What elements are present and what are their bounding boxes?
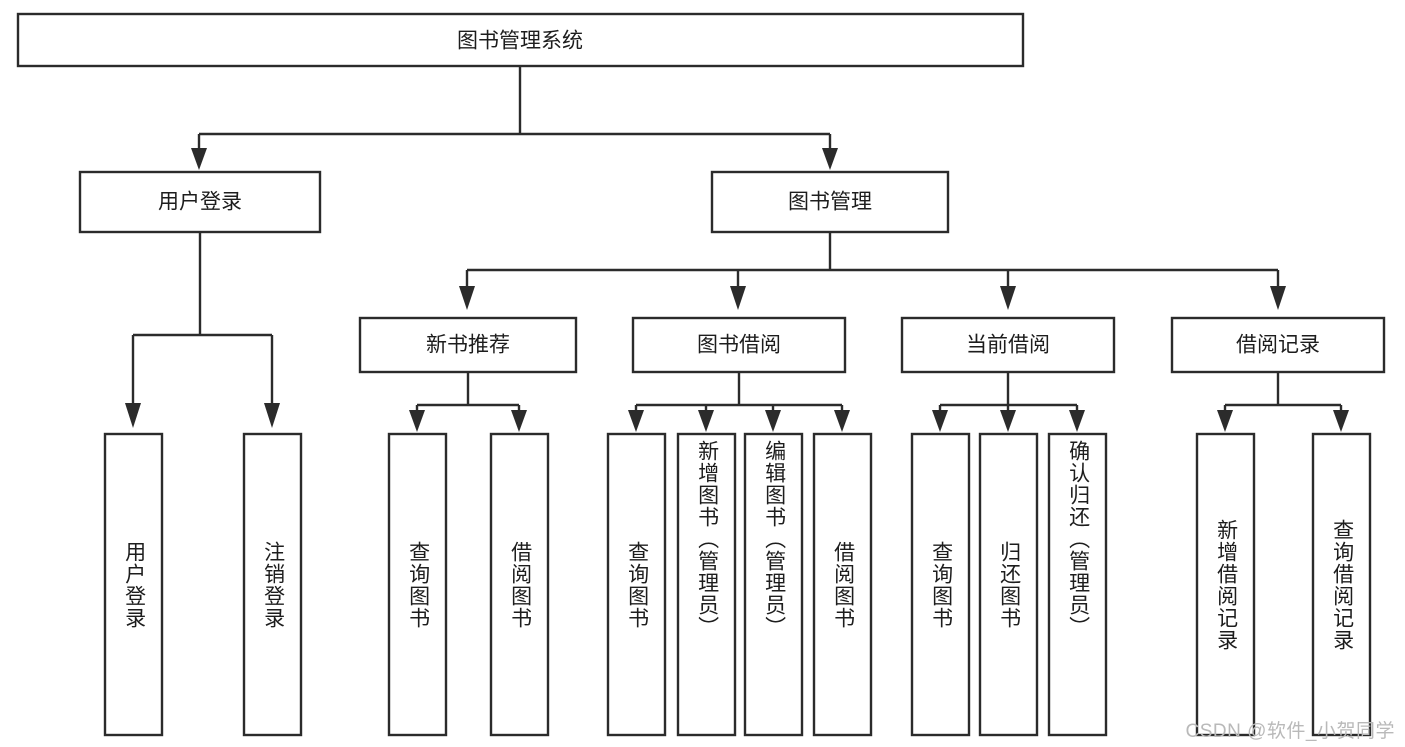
node-label-new-book-recommend: 新书推荐 (426, 334, 510, 357)
arrow-head-book-borrow (730, 286, 746, 310)
node-box-borrow-record[interactable] (1170, 316, 1386, 374)
arrow-head-user-login (191, 148, 207, 170)
root-node-box[interactable] (16, 12, 1025, 68)
node-box-new-book-recommend[interactable] (358, 316, 578, 374)
arrow-head-user-login-leaf-1 (125, 403, 141, 428)
arrow-head-current-borrow-leaf-3 (1069, 410, 1085, 432)
leaf-box-current-borrow-2[interactable] (978, 432, 1039, 737)
arrow-head-borrow-record-leaf-1 (1217, 410, 1233, 432)
node-label-book-manage: 图书管理 (788, 191, 872, 214)
arrow-head-new-book-leaf-1 (409, 410, 425, 432)
arrow-head-user-login-leaf-2 (264, 403, 280, 428)
arrow-head-new-book (459, 286, 475, 310)
leaf-box-new-book-2[interactable] (489, 432, 550, 737)
csdn-watermark: CSDN @软件_小贺同学 (1185, 721, 1395, 742)
node-box-current-borrow[interactable] (900, 316, 1116, 374)
leaf-box-book-borrow-4[interactable] (812, 432, 873, 737)
leaf-box-current-borrow-1[interactable] (910, 432, 971, 737)
arrow-head-current-borrow-leaf-1 (932, 410, 948, 432)
leaf-box-book-borrow-1[interactable] (606, 432, 667, 737)
arrow-head-current-borrow (1000, 286, 1016, 310)
root-node-label: 图书管理系统 (457, 30, 583, 53)
leaf-box-user-login-2[interactable] (242, 432, 303, 737)
arrow-head-new-book-leaf-2 (511, 410, 527, 432)
leaf-box-book-borrow-3[interactable] (743, 432, 804, 737)
arrow-head-current-borrow-leaf-2 (1000, 410, 1016, 432)
node-label-user-login: 用户登录 (158, 191, 242, 214)
arrow-head-book-borrow-leaf-2 (698, 410, 714, 432)
arrow-head-book-borrow-leaf-4 (834, 410, 850, 432)
leaf-box-user-login-1[interactable] (103, 432, 164, 737)
leaf-box-borrow-record-2[interactable] (1311, 432, 1372, 737)
leaf-box-book-borrow-2[interactable] (676, 432, 737, 737)
node-label-current-borrow: 当前借阅 (966, 334, 1050, 357)
leaf-box-borrow-record-1[interactable] (1195, 432, 1256, 737)
node-box-book-manage[interactable] (710, 170, 950, 234)
node-box-book-borrow[interactable] (631, 316, 847, 374)
node-label-book-borrow: 图书借阅 (697, 334, 781, 357)
arrow-head-book-borrow-leaf-1 (628, 410, 644, 432)
arrow-head-borrow-record-leaf-2 (1333, 410, 1349, 432)
leaf-box-current-borrow-3[interactable] (1047, 432, 1108, 737)
leaf-box-new-book-1[interactable] (387, 432, 448, 737)
arrow-head-borrow-record (1270, 286, 1286, 310)
arrow-head-book-manage (822, 148, 838, 170)
node-label-borrow-record: 借阅记录 (1236, 334, 1320, 357)
arrow-head-book-borrow-leaf-3 (765, 410, 781, 432)
